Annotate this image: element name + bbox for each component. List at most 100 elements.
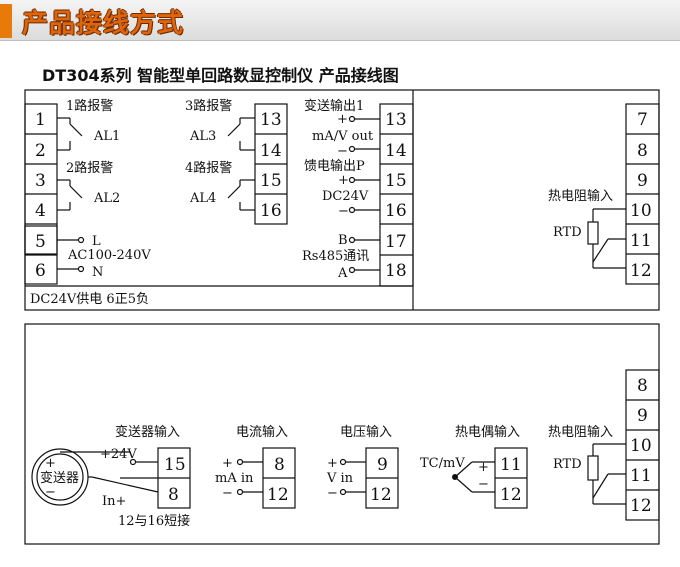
al1-label: AL1: [93, 129, 120, 144]
tc-terminal-block: [454, 447, 528, 509]
feed-output-label: 馈电输出P: [304, 158, 365, 174]
diagram-subtitle: DT304系列 智能型单回路数显控制仪 产品接线图: [42, 66, 399, 85]
current-plus: +: [222, 456, 233, 471]
terminal-4: 4: [35, 201, 46, 221]
dc-supply-note: DC24V供电 6正5负: [30, 292, 149, 307]
transmitter-terminal-block: [157, 447, 191, 509]
rtd-terminal-block: [625, 103, 660, 285]
transmitter-input-label: 变送器输入: [115, 424, 180, 440]
alarm-relay-2-switch: [57, 179, 83, 211]
bottom-rtd-terminal-9: 9: [637, 406, 648, 426]
al4-label: AL4: [189, 191, 216, 206]
tx-minus-label: −: [337, 144, 348, 159]
right-terminal-15: 15: [385, 171, 407, 191]
bottom-rtd-terminal-block: [625, 369, 660, 521]
alarm-4-label: 4路报警: [185, 160, 232, 176]
mid-terminal-13: 13: [260, 110, 282, 130]
accent-bar: [0, 4, 12, 38]
tc-junction-dot: [452, 474, 458, 480]
alarm-relay-1-switch: [57, 117, 83, 151]
current-terminal-block: [236, 447, 296, 509]
rtd-terminal-9: 9: [637, 171, 648, 191]
bottom-rtd-sensor-wiring: [587, 443, 626, 505]
tc-plus: +: [478, 460, 489, 475]
header-banner: 产品接线方式: [0, 0, 680, 41]
right-terminal-17: 17: [385, 232, 407, 252]
bottom-rtd-terminal-10: 10: [630, 436, 652, 456]
tc-terminal-11: 11: [500, 455, 522, 475]
ac-voltage-label: AC100-240V: [67, 248, 151, 263]
transmitter-wiring: [60, 451, 159, 493]
tx-terminal-8: 8: [168, 485, 179, 505]
bottom-rtd-terminal-11: 11: [630, 466, 652, 486]
transmitter-minus: −: [45, 485, 56, 500]
terminal-2: 2: [35, 141, 46, 161]
short-note: 12与16短接: [118, 513, 190, 529]
al2-label: AL2: [93, 191, 120, 206]
alarm-relay-4-switch: [227, 179, 255, 211]
plus-24v-label: +24V: [100, 447, 137, 462]
left-terminal-block: [24, 103, 413, 287]
transmitter-plus: +: [45, 456, 56, 471]
tx-output-label: 变送输出1: [304, 98, 364, 114]
right-terminal-18: 18: [385, 261, 407, 281]
al3-label: AL3: [189, 129, 216, 144]
rtd-terminal-11: 11: [630, 231, 652, 251]
feed-minus-label: −: [338, 204, 349, 219]
dc24v-label: DC24V: [322, 189, 369, 204]
tc-mv-label: TC/mV: [420, 456, 465, 471]
mid-terminal-16: 16: [260, 201, 282, 221]
rtd-sensor-wiring: [587, 208, 626, 269]
bottom-rtd-label: RTD: [553, 457, 582, 472]
bottom-rtd-terminal-8: 8: [637, 376, 648, 396]
alarm-relay-3-switch: [227, 117, 255, 151]
ma-v-out-label: mA/V out: [312, 129, 374, 144]
rtd-terminal-8: 8: [637, 141, 648, 161]
current-minus: −: [222, 486, 233, 501]
tc-input-label: 热电偶输入: [455, 424, 520, 440]
right-terminal-14: 14: [385, 141, 407, 161]
transmitter-label: 变送器: [40, 470, 79, 486]
power-l-label: L: [92, 234, 101, 249]
rtd-terminal-12: 12: [630, 261, 652, 281]
voltage-minus: −: [327, 486, 338, 501]
v-in-label: V in: [326, 471, 354, 486]
mid-terminal-15: 15: [260, 171, 282, 191]
rtd-terminal-7: 7: [637, 110, 648, 130]
mid-terminal-block: [254, 103, 288, 225]
terminal-3: 3: [35, 171, 46, 191]
power-n-label: N: [92, 265, 103, 280]
feed-plus-label: +: [338, 173, 349, 188]
current-terminal-12: 12: [267, 485, 289, 505]
tc-minus: −: [478, 477, 489, 492]
tx-terminal-15: 15: [164, 455, 186, 475]
rtd-label: RTD: [553, 225, 582, 240]
voltage-plus: +: [327, 456, 338, 471]
output-wiring: [348, 115, 380, 274]
current-input-label: 电流输入: [236, 424, 288, 440]
terminal-1: 1: [35, 110, 46, 130]
tx-plus-label: +: [337, 112, 348, 127]
alarm-3-label: 3路报警: [185, 98, 232, 114]
voltage-terminal-12: 12: [370, 485, 392, 505]
voltage-terminal-block: [339, 447, 399, 509]
rs485-label: Rs485通讯: [302, 249, 369, 264]
terminal-6: 6: [35, 261, 46, 281]
power-wiring: [57, 236, 85, 273]
page-title: 产品接线方式: [22, 9, 185, 39]
voltage-terminal-9: 9: [377, 455, 388, 475]
voltage-input-label: 电压输入: [340, 424, 392, 440]
in-plus-label: In+: [102, 494, 126, 509]
right-terminal-13: 13: [385, 110, 407, 130]
rs485-b-label: B: [338, 233, 348, 248]
ma-in-label: mA in: [215, 471, 254, 486]
mid-terminal-14: 14: [260, 141, 282, 161]
tc-terminal-12: 12: [500, 485, 522, 505]
current-terminal-8: 8: [274, 455, 285, 475]
rtd-terminal-10: 10: [630, 201, 652, 221]
right-terminal-16: 16: [385, 201, 407, 221]
alarm-1-label: 1路报警: [66, 98, 113, 114]
rs485-a-label: A: [337, 266, 348, 281]
rtd-input-label: 热电阻输入: [548, 188, 613, 204]
